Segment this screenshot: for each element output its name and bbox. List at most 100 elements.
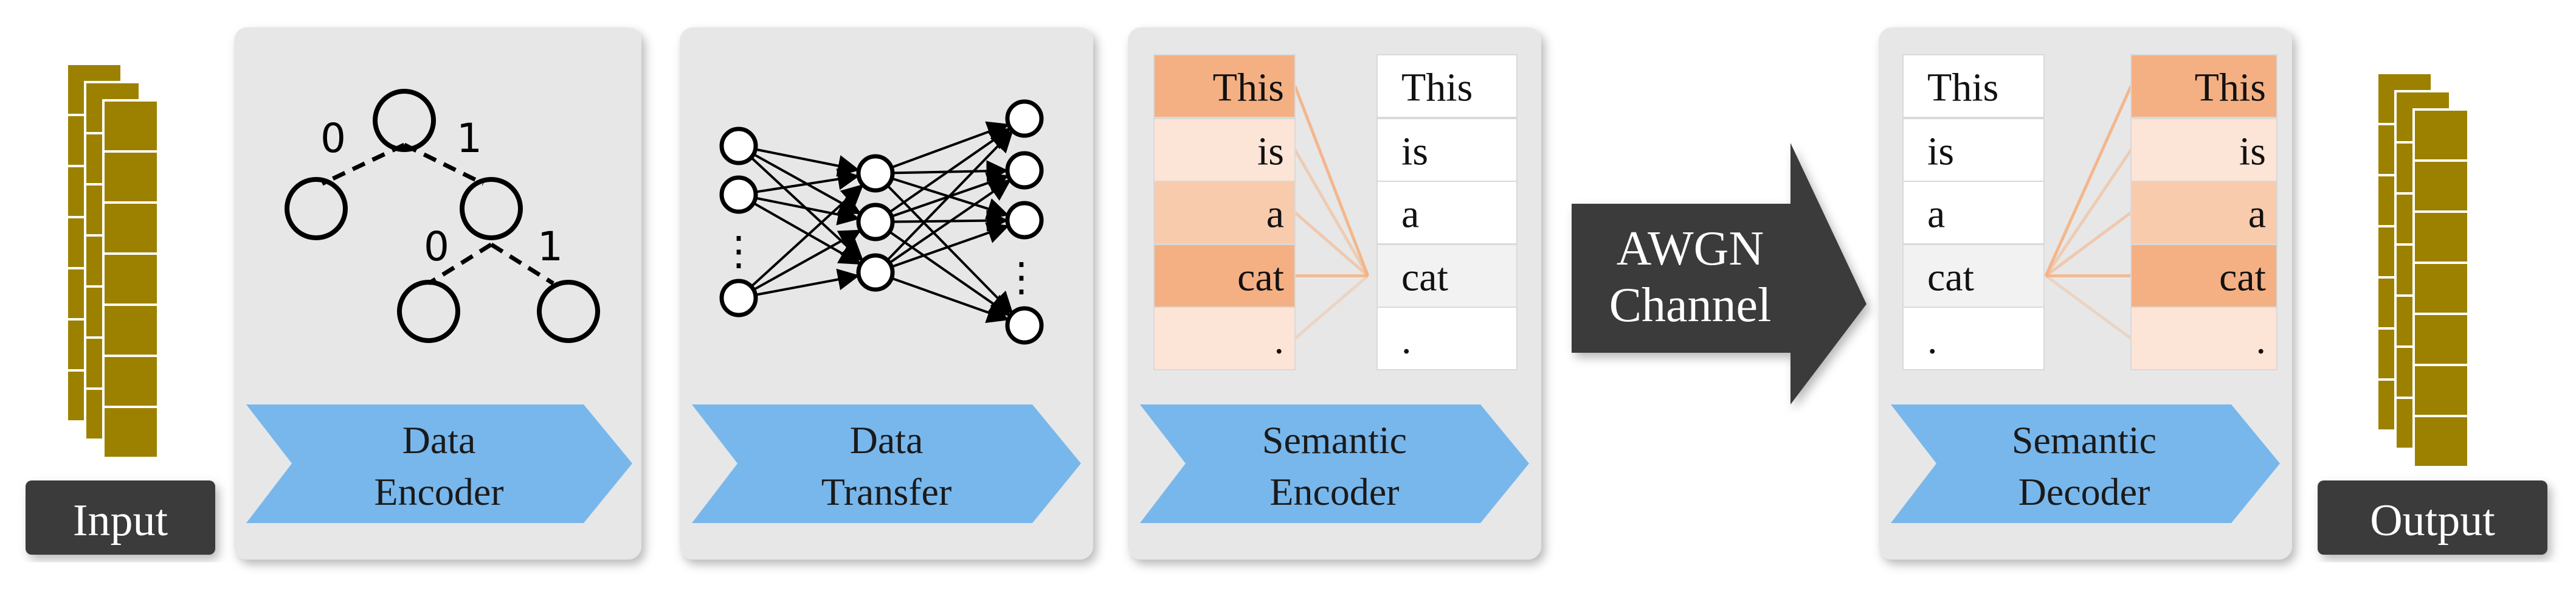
network-node-layer2 — [1005, 151, 1044, 190]
encoder-target-cell — [1376, 307, 1518, 370]
encoder-source-word: . — [1274, 318, 1285, 362]
decoder-source-cell — [1902, 118, 2045, 182]
tree-right-node — [460, 177, 523, 240]
decoder-source-word: cat — [1927, 255, 1974, 300]
encoder-source-cell — [1153, 54, 1296, 118]
decoder-target-cell — [2130, 307, 2277, 370]
decoder-target-word: is — [2239, 130, 2266, 174]
output-data-stack: Output — [2318, 72, 2547, 555]
decoder-source-cell — [1902, 54, 2045, 118]
tree-left-node — [285, 177, 348, 240]
network-node-layer0 — [719, 279, 758, 317]
channel-label-line2: Channel — [1609, 279, 1772, 332]
encoder-source-cell — [1153, 118, 1296, 182]
decoder-source-word: . — [1927, 318, 1938, 362]
encoder-target-cell — [1376, 118, 1518, 182]
decoder-source-cell — [1902, 307, 2045, 370]
data-transfer-panel: ⋮ ⋮ Data Transfer — [680, 27, 1093, 560]
tree-leaf-right-node — [537, 280, 600, 343]
data-transfer-label-line1: Data — [850, 418, 924, 462]
decoder-target-word: cat — [2219, 255, 2266, 300]
semantic-decoder-chevron: Semantic Decoder — [1891, 404, 2280, 523]
data-encoder-chevron: Data Encoder — [246, 404, 632, 523]
decoder-attention-line — [2045, 211, 2132, 277]
encoder-source-cell — [1153, 244, 1296, 308]
encoder-attention-line — [1293, 85, 1370, 277]
semantic-decoder-label-line1: Semantic — [2012, 418, 2156, 462]
encoder-attention-line — [1293, 149, 1370, 277]
data-transfer-label-line2: Transfer — [821, 470, 952, 513]
input-stack-layer3-cell — [102, 355, 159, 408]
data-encoder-label-line2: Encoder — [374, 470, 503, 513]
encoder-attention-line — [1294, 274, 1369, 340]
decoder-target-cell — [2130, 118, 2277, 182]
network-node-layer1 — [856, 253, 895, 292]
semantic-decoder-label-line2: Decoder — [2018, 470, 2150, 513]
encoder-source-word: This — [1213, 66, 1284, 110]
data-transfer-chevron: Data Transfer — [692, 404, 1081, 523]
network-node-layer2 — [1005, 306, 1044, 345]
decoder-target-word: a — [2248, 192, 2266, 237]
decoder-target-word: This — [2195, 66, 2266, 110]
input-data-stack: Input — [26, 63, 215, 555]
encoder-attention-line — [1294, 211, 1369, 277]
output-stack-layer3-cell — [2412, 313, 2470, 366]
encoder-target-word: cat — [1401, 255, 1448, 300]
output-stack-layer3-cell — [2412, 108, 2470, 162]
tree-bit-0-top: 0 — [320, 115, 346, 162]
output-label: Output — [2370, 496, 2495, 546]
output-stack-layer3-cell — [2412, 210, 2470, 264]
input-stack-layer3-cell — [102, 150, 159, 204]
decoder-source-cell — [1902, 244, 2045, 308]
output-stack-layer3-cell — [2412, 159, 2470, 213]
tree-bit-1-sub: 1 — [537, 223, 563, 270]
network-node-layer0 — [719, 175, 758, 214]
semantic-encoder-chevron: Semantic Encoder — [1140, 404, 1529, 523]
input-label: Input — [73, 496, 168, 546]
network-ellipsis-right: ⋮ — [1001, 255, 1041, 300]
tree-leaf-left-node — [397, 280, 460, 343]
decoder-attention-line — [2044, 85, 2133, 277]
network-node-layer0 — [719, 127, 758, 165]
semantic-decoder-panel: This is a cat. This is a cat. Semantic Decoder — [1879, 27, 2292, 560]
decoder-source-cell — [1902, 181, 2045, 244]
encoder-target-word: This — [1401, 66, 1473, 110]
output-stack-layer3-cell — [2412, 364, 2470, 417]
channel-label-line1: AWGN — [1617, 222, 1764, 276]
semantic-encoder-label-line2: Encoder — [1269, 470, 1399, 513]
semantic-encoder-label-line1: Semantic — [1262, 418, 1407, 462]
decoder-source-word: is — [1927, 130, 1954, 174]
decoder-attention-table: This is a cat. This is a cat. — [1902, 54, 2277, 370]
encoder-target-word: . — [1401, 318, 1412, 362]
encoder-target-cell — [1376, 181, 1518, 244]
decoder-target-cell — [2130, 244, 2277, 308]
network-node-layer2 — [1005, 99, 1044, 138]
output-stack-layer3-cell — [2412, 415, 2470, 468]
output-stack-layer3-cell — [2412, 262, 2470, 315]
encoder-source-cell — [1153, 181, 1296, 244]
input-stack-layer3-cell — [102, 201, 159, 255]
input-stack-layer3-cell — [102, 99, 159, 153]
network-node-layer1 — [856, 203, 895, 241]
awgn-channel-arrow: AWGN Channel — [1572, 143, 1866, 404]
network-node-layer1 — [856, 154, 895, 193]
tree-bit-0-sub: 0 — [424, 223, 449, 270]
input-stack-layer3-cell — [102, 252, 159, 306]
data-encoder-panel: 0 1 0 1 Data Encoder — [234, 27, 641, 560]
data-encoder-label-line1: Data — [402, 418, 476, 462]
network-ellipsis-left: ⋮ — [719, 229, 759, 274]
encoder-source-word: a — [1266, 192, 1284, 237]
decoder-source-word: a — [1927, 192, 1945, 237]
neural-network-diagram — [719, 99, 1044, 345]
encoder-target-word: is — [1401, 130, 1428, 174]
input-stack-layer3-cell — [102, 303, 159, 357]
decoder-attention-line — [2045, 274, 2132, 340]
encoder-source-word: cat — [1237, 255, 1284, 300]
decoder-source-word: This — [1927, 66, 1998, 110]
decoder-target-word: . — [2256, 318, 2267, 362]
decoder-target-cell — [2130, 181, 2277, 244]
input-stack-layer3-cell — [102, 406, 159, 459]
encoder-source-word: is — [1257, 130, 1284, 174]
